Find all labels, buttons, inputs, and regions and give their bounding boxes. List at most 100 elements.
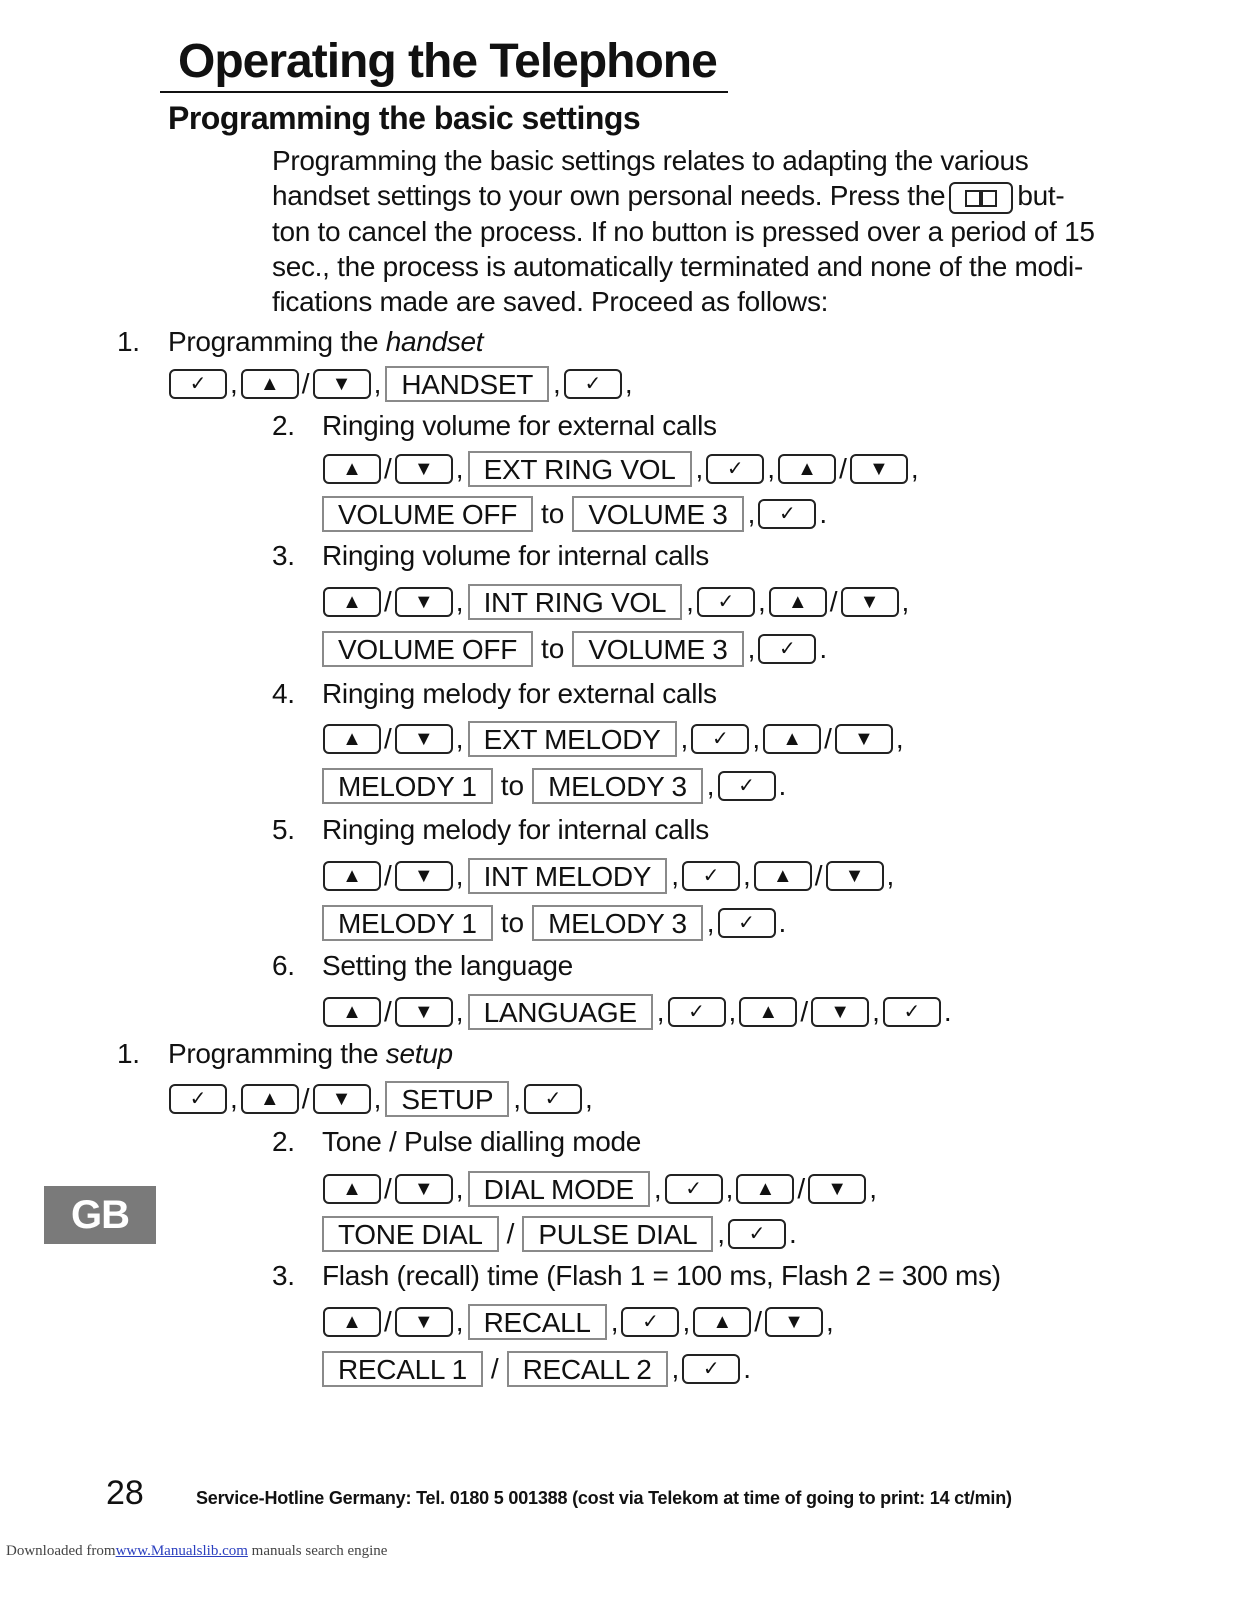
down-key: ▼ bbox=[394, 1307, 453, 1337]
separator: , bbox=[671, 860, 679, 891]
ok-icon: ✓ bbox=[189, 373, 207, 395]
intro-text: handset settings to your own personal ne… bbox=[272, 180, 946, 211]
separator: , bbox=[728, 996, 737, 1027]
display-text: VOLUME OFF bbox=[322, 496, 534, 532]
up-icon: ▲ bbox=[259, 1088, 280, 1110]
display-text: VOLUME 3 bbox=[572, 496, 744, 532]
ok-key: ✓ bbox=[621, 1307, 680, 1337]
ok-key: ✓ bbox=[681, 861, 740, 891]
separator: / bbox=[384, 1306, 392, 1337]
intro-text: but- bbox=[1017, 180, 1065, 211]
ok-icon: ✓ bbox=[688, 1001, 705, 1023]
separator: / bbox=[384, 453, 392, 484]
display-text: PULSE DIAL bbox=[522, 1216, 714, 1252]
separator: , bbox=[826, 1306, 834, 1337]
down-key: ▼ bbox=[312, 369, 371, 399]
down-icon: ▼ bbox=[868, 458, 889, 480]
separator: / bbox=[824, 723, 832, 754]
language-tab: GB bbox=[44, 1186, 156, 1244]
display-text: MELODY 1 bbox=[322, 905, 493, 941]
separator: , bbox=[706, 907, 715, 938]
up-icon: ▲ bbox=[342, 591, 362, 613]
separator: , bbox=[553, 368, 561, 399]
separator: , bbox=[869, 1173, 877, 1204]
separator: , bbox=[230, 368, 238, 399]
step-title: 6.Setting the language bbox=[272, 950, 573, 982]
down-icon: ▼ bbox=[413, 1001, 434, 1023]
section-heading: Programming the basic settings bbox=[168, 100, 641, 136]
down-icon: ▼ bbox=[413, 728, 434, 750]
phonebook-key bbox=[949, 181, 1014, 214]
down-key: ▼ bbox=[849, 454, 908, 484]
ok-key: ✓ bbox=[717, 771, 776, 801]
ok-icon: ✓ bbox=[748, 1223, 766, 1245]
separator: , bbox=[686, 586, 694, 617]
key-sequence: ▲/▼,EXT RING VOL,✓,▲/▼, bbox=[322, 450, 921, 488]
separator: / bbox=[797, 1173, 806, 1204]
up-icon: ▲ bbox=[342, 1001, 362, 1023]
up-icon: ▲ bbox=[755, 1178, 776, 1200]
display-text: RECALL 2 bbox=[506, 1351, 668, 1387]
manualslib-link[interactable]: www.Manualslib.com bbox=[115, 1543, 248, 1559]
down-key: ▼ bbox=[312, 1084, 371, 1114]
list-number: 2. bbox=[272, 410, 295, 441]
title-underline bbox=[160, 91, 728, 93]
step-label: Ringing volume for external calls bbox=[322, 410, 717, 441]
option-joiner: to bbox=[541, 633, 565, 664]
separator: / bbox=[384, 1173, 392, 1204]
separator: , bbox=[717, 1218, 726, 1249]
section-label-italic: handset bbox=[385, 326, 484, 357]
separator: / bbox=[301, 368, 310, 399]
download-note: Downloaded fromwww.Manualslib.com manual… bbox=[6, 1543, 387, 1560]
step-label: Ringing volume for internal calls bbox=[322, 540, 709, 571]
option-sequence: TONE DIAL/PULSE DIAL,✓. bbox=[320, 1215, 799, 1253]
ok-key: ✓ bbox=[169, 369, 227, 399]
up-icon: ▲ bbox=[342, 458, 362, 480]
separator: , bbox=[872, 996, 880, 1027]
key-sequence: ▲/▼,EXT MELODY,✓,▲/▼, bbox=[322, 720, 906, 758]
separator: , bbox=[747, 633, 756, 664]
display-text: VOLUME OFF bbox=[322, 631, 534, 667]
page-title: Operating the Telephone bbox=[178, 35, 718, 88]
down-icon: ▼ bbox=[413, 865, 434, 887]
option-sequence: RECALL 1/RECALL 2,✓. bbox=[320, 1350, 753, 1388]
down-icon: ▼ bbox=[784, 1311, 804, 1333]
ok-icon: ✓ bbox=[717, 591, 735, 613]
display-text: DIAL MODE bbox=[467, 1171, 650, 1207]
down-icon: ▼ bbox=[859, 591, 880, 613]
separator: , bbox=[455, 723, 464, 754]
separator: , bbox=[886, 860, 895, 891]
step-label: Setting the language bbox=[322, 950, 573, 981]
ok-key: ✓ bbox=[664, 1174, 723, 1204]
separator: / bbox=[800, 996, 809, 1027]
intro-paragraph: Programming the basic settings relates t… bbox=[272, 143, 1095, 319]
display-text: INT RING VOL bbox=[467, 584, 683, 620]
section-label: Programming the bbox=[168, 326, 379, 357]
down-key: ▼ bbox=[394, 454, 453, 484]
section-label: Programming the bbox=[168, 1038, 379, 1069]
ok-key: ✓ bbox=[758, 499, 817, 529]
down-key: ▼ bbox=[825, 861, 884, 891]
down-icon: ▼ bbox=[853, 728, 874, 750]
intro-line: fications made are saved. Proceed as fol… bbox=[272, 285, 829, 317]
down-icon: ▼ bbox=[331, 1088, 352, 1110]
separator: . bbox=[743, 1353, 752, 1384]
separator: , bbox=[747, 498, 756, 529]
up-icon: ▲ bbox=[259, 373, 280, 395]
separator: / bbox=[301, 1083, 310, 1114]
ok-key: ✓ bbox=[563, 369, 622, 399]
separator: , bbox=[901, 586, 910, 617]
down-icon: ▼ bbox=[830, 1001, 850, 1023]
up-key: ▲ bbox=[693, 1307, 752, 1337]
ok-key: ✓ bbox=[523, 1084, 582, 1114]
step-label: Ringing melody for internal calls bbox=[322, 814, 709, 845]
display-text: RECALL 1 bbox=[322, 1351, 483, 1387]
up-key: ▲ bbox=[323, 861, 381, 891]
up-key: ▲ bbox=[778, 454, 837, 484]
ok-key: ✓ bbox=[717, 908, 776, 938]
display-text: VOLUME 3 bbox=[572, 631, 744, 667]
separator: / bbox=[754, 1306, 763, 1337]
